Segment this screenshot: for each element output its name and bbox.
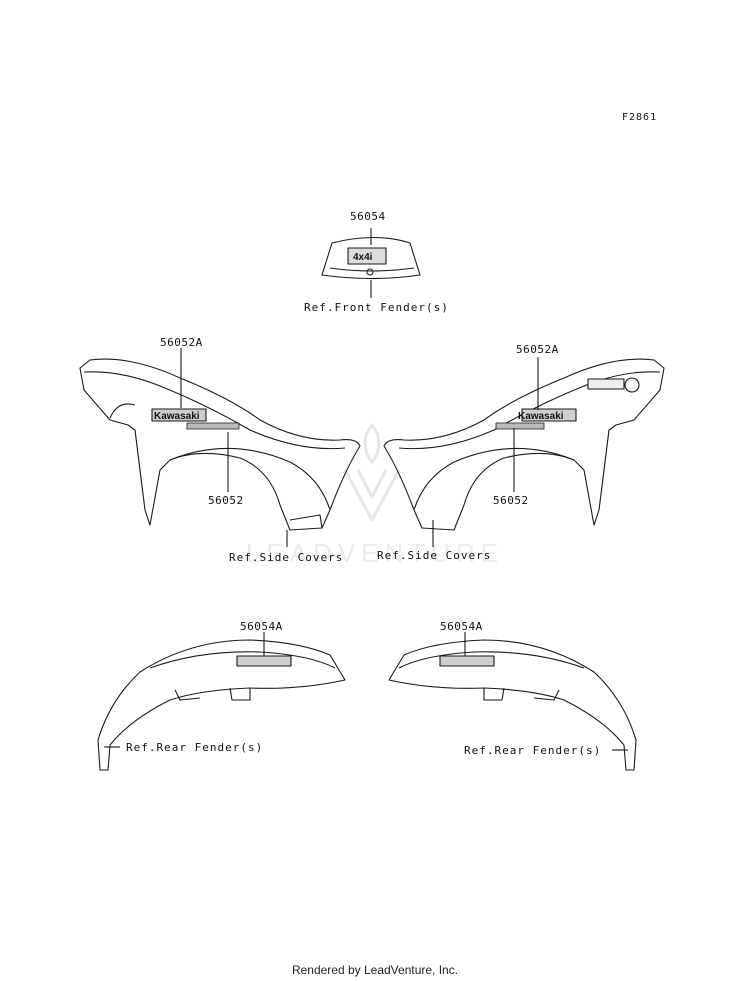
part-code-56052a-right: 56052A — [516, 343, 559, 356]
ref-front-fender: Ref.Front Fender(s) — [304, 301, 449, 314]
left-side-cover — [79, 358, 361, 531]
footer-credit: Rendered by LeadVenture, Inc. — [291, 963, 459, 977]
part-code-56054a-left: 56054A — [240, 620, 283, 633]
brand-decal-left: Kawasaki — [154, 411, 200, 422]
ref-rear-fender-left: Ref.Rear Fender(s) — [126, 741, 264, 754]
right-side-cover — [383, 358, 665, 531]
front-decal-logo: 4x4i — [353, 252, 373, 263]
right-rear-fender — [388, 639, 637, 771]
part-code-56054a-right: 56054A — [440, 620, 483, 633]
ref-side-covers-left: Ref.Side Covers — [229, 551, 344, 564]
part-code-56052-left: 56052 — [208, 494, 244, 507]
figure-code: F2861 — [622, 112, 658, 123]
ref-rear-fender-right: Ref.Rear Fender(s) — [464, 744, 602, 757]
brand-decal-right: Kawasaki — [518, 411, 564, 422]
left-rear-fender — [97, 639, 346, 771]
watermark-emblem — [343, 423, 401, 522]
part-code-56052-right: 56052 — [493, 494, 529, 507]
front-fender-decal — [321, 237, 421, 280]
part-code-56052a-left: 56052A — [160, 336, 203, 349]
part-code-56054: 56054 — [350, 210, 386, 223]
leadventure-watermark: LEADVENTURE — [245, 538, 505, 568]
ref-side-covers-right: Ref.Side Covers — [377, 549, 492, 562]
